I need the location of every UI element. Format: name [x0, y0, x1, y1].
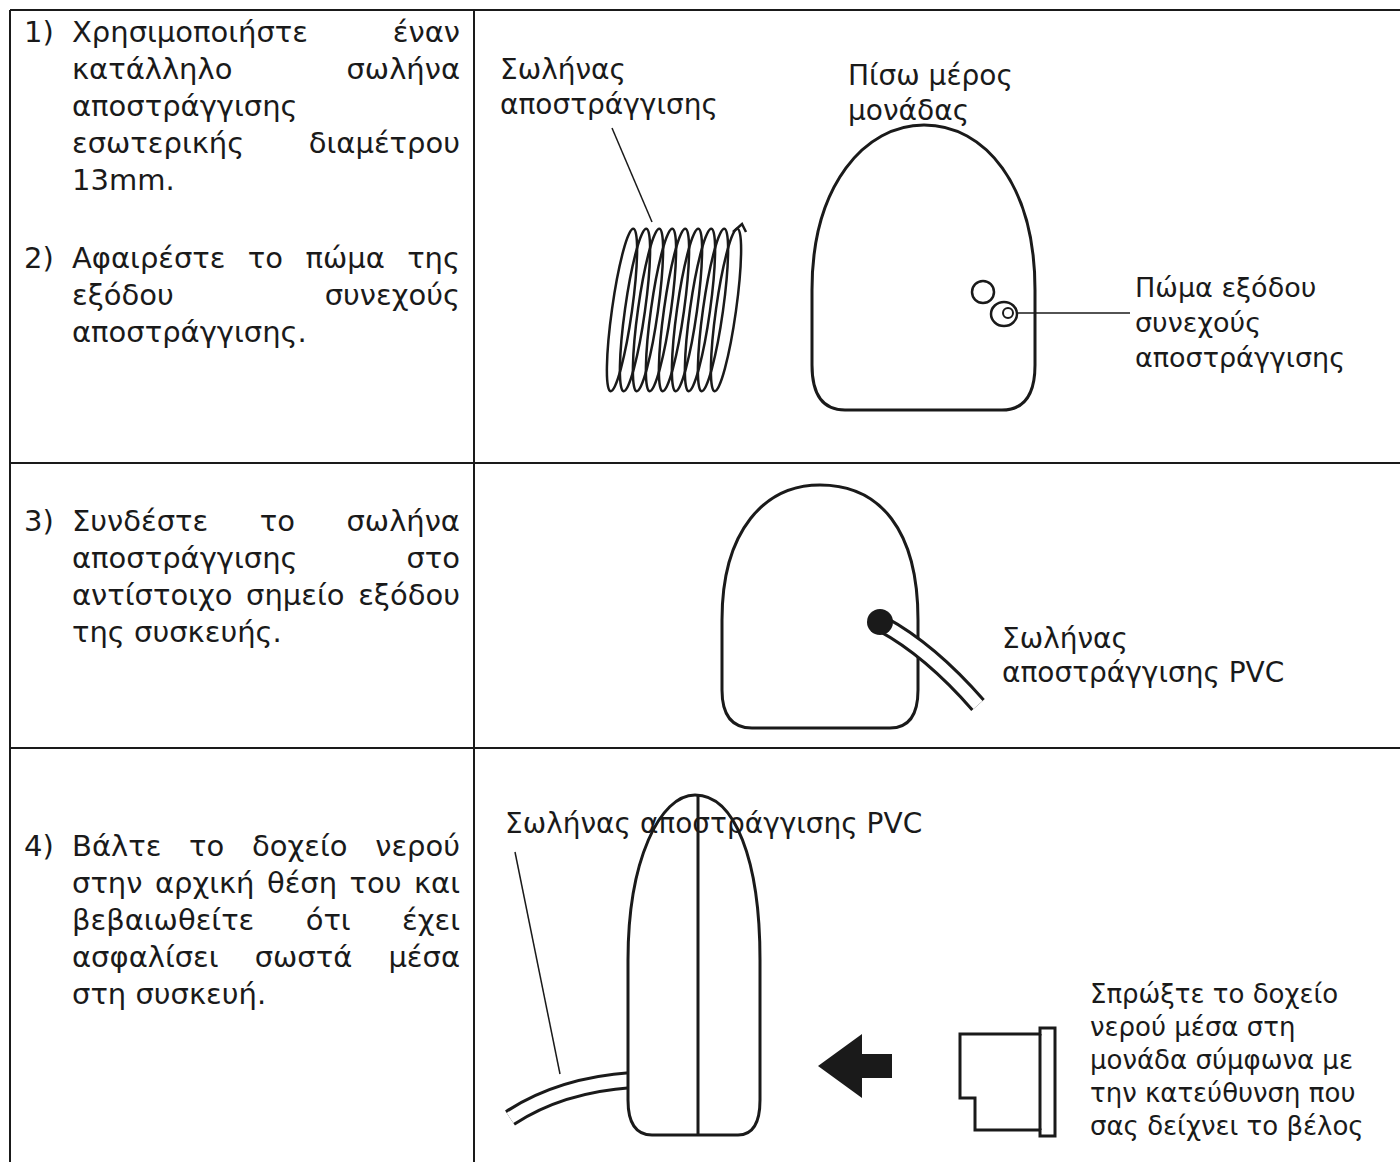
part-label: Σωλήνας αποστράγγισης PVC: [505, 806, 985, 841]
table-grid: [10, 10, 1400, 1162]
pvc-hose: [510, 1080, 632, 1118]
step-number: 4): [24, 828, 68, 865]
drain-outlet: [991, 302, 1017, 326]
water-tank: [1039, 1034, 1042, 1130]
pvc-hose: [882, 624, 978, 705]
leader-line: [612, 128, 652, 222]
unit-seam: [697, 796, 700, 1134]
unit-side: [628, 795, 760, 1135]
drain-cap: [972, 281, 994, 303]
unit-back: [722, 485, 918, 728]
step-number: 3): [24, 503, 68, 540]
water-tank: [960, 1028, 1055, 1136]
instruction-text: Αφαιρέστε το πώμα της εξόδου συνεχούς απ…: [72, 240, 460, 351]
part-label: Σωλήνας αποστράγγισης: [500, 52, 800, 122]
drain-hose-coil: [601, 224, 748, 393]
instruction-text: Συνδέστε το σωλήνα αποστράγγισης στο αντ…: [72, 503, 460, 651]
instruction-text: Βάλτε το δοχείο νερού στην αρχική θέση τ…: [72, 828, 460, 1013]
part-label: Πίσω μέρος μονάδας: [848, 58, 1108, 128]
drain-outlet: [867, 609, 893, 635]
unit-back: [812, 125, 1035, 410]
step-number: 2): [24, 240, 68, 277]
leader-line: [1018, 312, 1130, 314]
part-label: Σωλήνας αποστράγγισης PVC: [1002, 622, 1302, 690]
step-number: 1): [24, 14, 68, 51]
direction-arrow: [818, 1034, 892, 1098]
instruction-text: Χρησιμοποιήστε έναν κατάλληλο σωλήνα απο…: [72, 14, 460, 199]
leader-line: [515, 852, 560, 1074]
note-text: Σπρώξτε το δοχείο νερού μέσα στη μονάδα …: [1090, 978, 1396, 1143]
part-label: Πώμα εξόδου συνεχούς αποστράγγισης: [1135, 270, 1393, 375]
